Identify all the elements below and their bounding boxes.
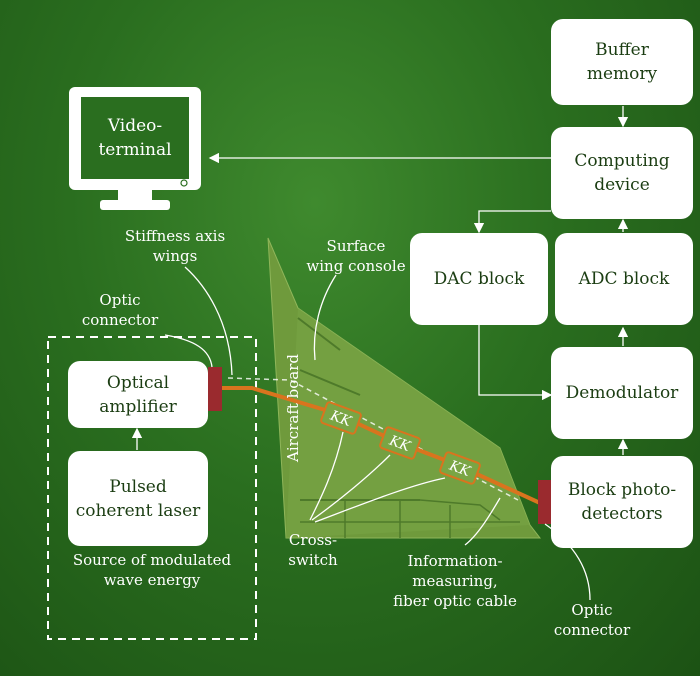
- block-photodetectors-label: Block photo- detectors: [568, 478, 676, 526]
- buffer-memory-block: Buffer memory: [551, 19, 693, 105]
- aircraft-board-label: Aircraft board: [284, 354, 302, 463]
- dac-block: DAC block: [410, 233, 548, 325]
- optic-connector-left-label: Optic connector: [72, 290, 168, 330]
- fiber-cable-label: Information- measuring, fiber optic cabl…: [380, 551, 530, 611]
- adc-block: ADC block: [555, 233, 693, 325]
- block-photodetectors: Block photo- detectors: [551, 456, 693, 548]
- optic-connector-right-label: Optic connector: [544, 600, 640, 640]
- optical-amplifier-block: Optical amplifier: [68, 361, 208, 428]
- demodulator-block: Demodulator: [551, 347, 693, 439]
- pulsed-laser-label: Pulsed coherent laser: [76, 475, 201, 523]
- optic-connector-left-plug: [208, 367, 222, 411]
- adc-block-label: ADC block: [579, 267, 670, 291]
- video-terminal-label: Video- terminal: [98, 114, 171, 162]
- optical-amplifier-label: Optical amplifier: [99, 371, 177, 419]
- pulsed-laser-block: Pulsed coherent laser: [68, 451, 208, 546]
- surface-wing-label: Surface wing console: [300, 236, 412, 276]
- cross-switch-label: Cross- switch: [278, 530, 348, 570]
- buffer-memory-label: Buffer memory: [587, 38, 657, 86]
- video-terminal-label-box: Video- terminal: [81, 97, 189, 179]
- dac-block-label: DAC block: [434, 267, 525, 291]
- demodulator-label: Demodulator: [566, 381, 679, 405]
- computing-device-label: Computing device: [574, 149, 669, 197]
- computing-device-block: Computing device: [551, 127, 693, 219]
- stiffness-axis-label: Stiffness axis wings: [120, 226, 230, 266]
- optic-connector-right-plug: [538, 480, 552, 524]
- source-energy-label: Source of modulated wave energy: [52, 550, 252, 590]
